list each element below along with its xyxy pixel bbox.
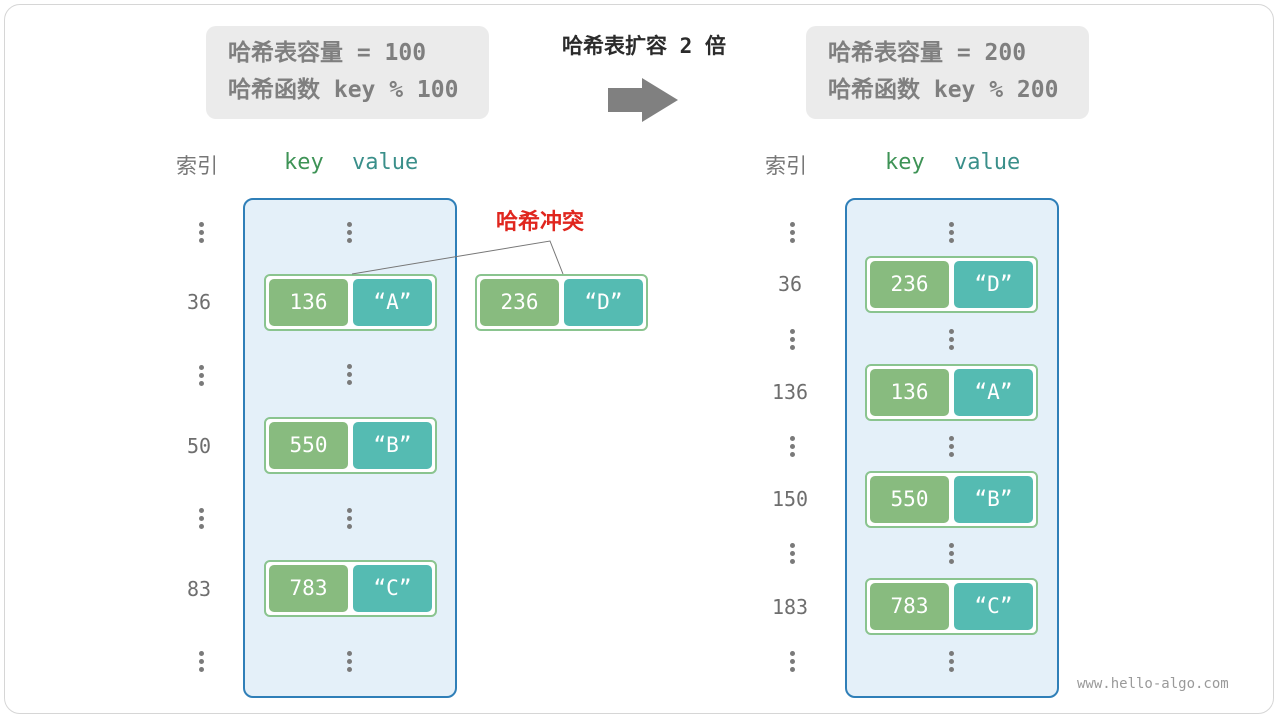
ellipsis-icon	[347, 651, 352, 675]
ellipsis-icon	[199, 651, 204, 675]
ellipsis-icon	[347, 508, 352, 532]
index-label-before: 83	[186, 577, 212, 601]
value-cell: “D”	[954, 261, 1033, 308]
capacity-after: 哈希表容量 = 200	[828, 40, 1027, 66]
key-cell: 236	[480, 279, 559, 326]
capacity-before: 哈希表容量 = 100	[228, 40, 427, 66]
value-cell: “A”	[353, 279, 432, 326]
index-label-after: 150	[771, 487, 809, 511]
info-box-after: 哈希表容量 = 200 哈希函数 key % 200	[806, 26, 1089, 119]
kv-pair-after-3: 550 “B”	[865, 471, 1038, 528]
key-cell: 136	[269, 279, 348, 326]
value-cell: “A”	[954, 369, 1033, 416]
ellipsis-icon	[790, 543, 795, 567]
kv-pair-after-1: 236 “D”	[865, 256, 1038, 313]
header-key-after: key	[885, 150, 925, 175]
index-label-after: 136	[771, 380, 809, 404]
info-box-before: 哈希表容量 = 100 哈希函数 key % 100	[206, 26, 489, 119]
kv-pair-after-4: 783 “C”	[865, 578, 1038, 635]
ellipsis-icon	[949, 543, 954, 567]
ellipsis-icon	[199, 365, 204, 389]
value-cell: “B”	[954, 476, 1033, 523]
collision-label: 哈希冲突	[496, 210, 585, 235]
kv-pair-before-3: 783 “C”	[264, 560, 437, 617]
index-label-before: 36	[186, 290, 212, 314]
kv-pair-collision: 236 “D”	[475, 274, 648, 331]
diagram-title: 哈希表扩容 2 倍	[562, 34, 726, 58]
index-label-after: 183	[771, 595, 809, 619]
key-cell: 550	[870, 476, 949, 523]
ellipsis-icon	[199, 222, 204, 246]
ellipsis-icon	[949, 651, 954, 675]
ellipsis-icon	[949, 436, 954, 460]
value-cell: “C”	[353, 565, 432, 612]
key-cell: 783	[269, 565, 348, 612]
kv-pair-after-2: 136 “A”	[865, 364, 1038, 421]
key-cell: 136	[870, 369, 949, 416]
watermark: www.hello-algo.com	[1077, 676, 1229, 692]
right-arrow-icon	[608, 78, 678, 122]
ellipsis-icon	[790, 329, 795, 353]
value-cell: “B”	[353, 422, 432, 469]
key-cell: 783	[870, 583, 949, 630]
header-value-before: value	[352, 150, 419, 175]
header-index-after: 索引	[765, 154, 807, 178]
key-cell: 236	[870, 261, 949, 308]
ellipsis-icon	[347, 364, 352, 388]
ellipsis-icon	[790, 222, 795, 246]
value-cell: “C”	[954, 583, 1033, 630]
ellipsis-icon	[949, 222, 954, 246]
index-label-after: 36	[777, 272, 803, 296]
kv-pair-before-1: 136 “A”	[264, 274, 437, 331]
key-cell: 550	[269, 422, 348, 469]
ellipsis-icon	[949, 329, 954, 353]
hash-function-before: 哈希函数 key % 100	[228, 77, 459, 103]
ellipsis-icon	[347, 222, 352, 246]
ellipsis-icon	[199, 508, 204, 532]
value-cell: “D”	[564, 279, 643, 326]
ellipsis-icon	[790, 436, 795, 460]
diagram-frame	[4, 4, 1274, 714]
kv-pair-before-2: 550 “B”	[264, 417, 437, 474]
ellipsis-icon	[790, 651, 795, 675]
header-index-before: 索引	[176, 154, 218, 178]
index-label-before: 50	[186, 434, 212, 458]
header-value-after: value	[954, 150, 1021, 175]
header-key-before: key	[284, 150, 324, 175]
hash-function-after: 哈希函数 key % 200	[828, 77, 1059, 103]
